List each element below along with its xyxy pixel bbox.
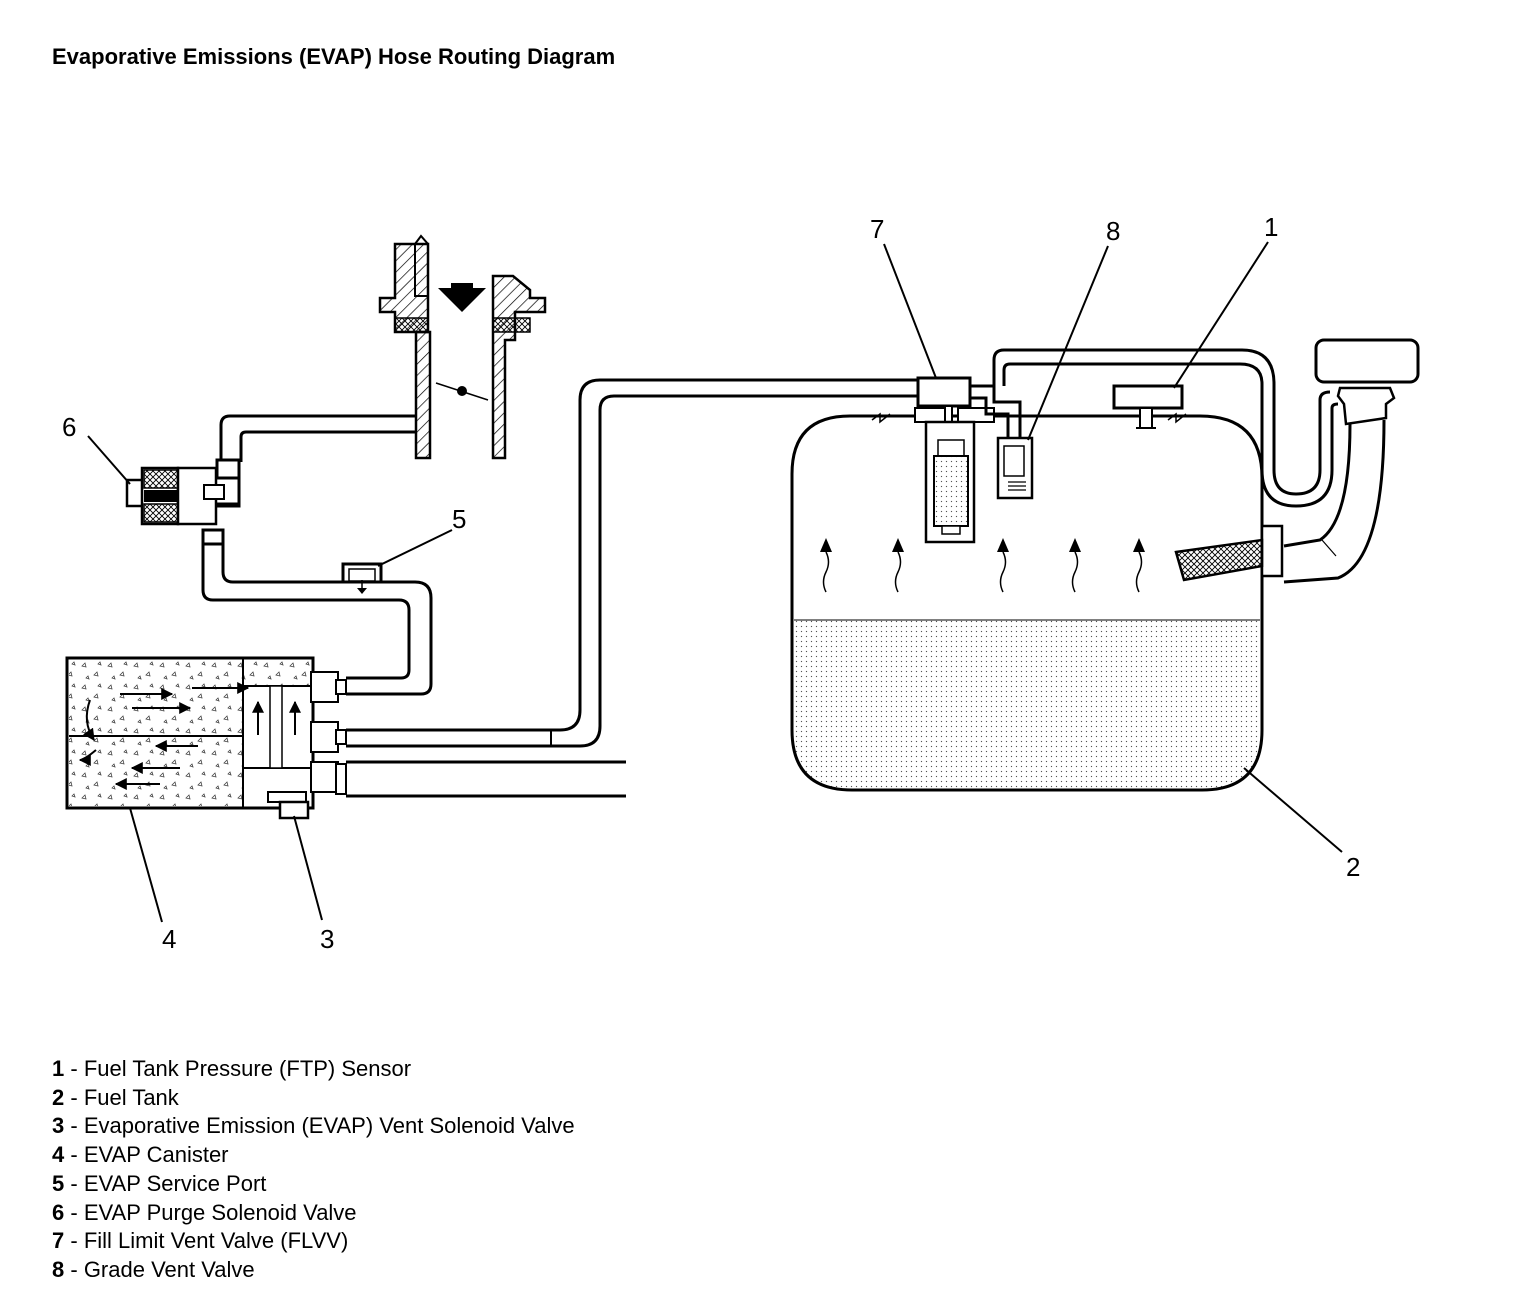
- evap-service-port: [341, 562, 383, 594]
- purge-to-canister-hose: [201, 528, 433, 696]
- legend-item: 1 - Fuel Tank Pressure (FTP) Sensor: [52, 1056, 412, 1081]
- fuel-tank: [790, 412, 1264, 792]
- callout-4: 4: [162, 924, 176, 954]
- legend-item: 3 - Evaporative Emission (EVAP) Vent Sol…: [52, 1113, 575, 1139]
- callout-3: 3: [320, 924, 334, 954]
- callout-2: 2: [1346, 852, 1360, 882]
- legend-item: 7 - Fill Limit Vent Valve (FLVV): [52, 1228, 349, 1254]
- evap-diagram: 1 2 3 4 5 6 7 8: [62, 212, 1420, 954]
- evap-canister: [65, 656, 347, 810]
- legend: 1 - Fuel Tank Pressure (FTP) Sensor 2 - …: [52, 1055, 575, 1285]
- fill-limit-vent-valve: [914, 376, 995, 544]
- recirculation-hose: [992, 348, 1339, 508]
- callout-6: 6: [62, 412, 76, 442]
- vapor-hose-to-tank: [346, 378, 918, 748]
- fuel-cap: [1314, 338, 1420, 384]
- legend-item: 6 - EVAP Purge Solenoid Valve: [52, 1199, 357, 1225]
- leader-lines: [87, 241, 1343, 923]
- filler-neck: [1174, 338, 1420, 584]
- legend-item: 2 - Fuel Tank: [52, 1084, 179, 1110]
- callout-7: 7: [870, 214, 884, 244]
- legend-item: 5 - EVAP Service Port: [52, 1170, 267, 1196]
- fresh-air-hose: [346, 760, 626, 798]
- callout-8: 8: [1106, 216, 1120, 246]
- ftp-sensor: [1112, 384, 1184, 429]
- purge-hose-to-intake: [208, 414, 416, 508]
- grade-vent-valve: [970, 384, 1034, 500]
- airflow-down-arrow-icon: [438, 283, 486, 312]
- throttle-body: [378, 234, 547, 460]
- diagram-title: Evaporative Emissions (EVAP) Hose Routin…: [52, 44, 616, 69]
- legend-item: 8 - Grade Vent Valve: [52, 1256, 255, 1282]
- legend-item: 4 - EVAP Canister: [52, 1142, 229, 1168]
- callout-1: 1: [1264, 212, 1278, 242]
- purge-solenoid-valve: [125, 466, 225, 526]
- callout-5: 5: [452, 504, 466, 534]
